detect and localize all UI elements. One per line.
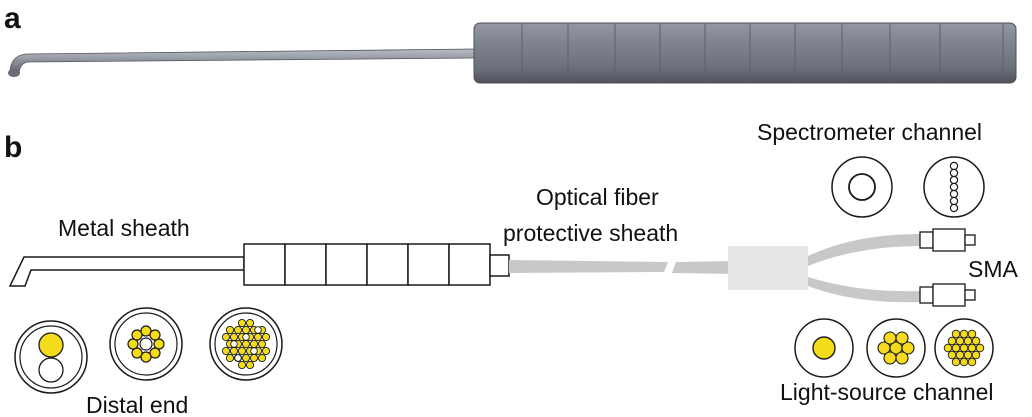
panel-a-letter: a	[4, 2, 21, 35]
light-source-7-fiber-cross-section	[866, 318, 926, 378]
sma-connector-top	[919, 228, 976, 252]
label-sma: SMA	[968, 256, 1019, 282]
panel-b-letter: b	[4, 131, 22, 164]
probe-handle	[473, 22, 1017, 84]
handle-segments	[243, 243, 510, 286]
protective-sheath	[509, 234, 920, 303]
label-optical-fiber-line2: protective sheath	[503, 220, 678, 246]
sma-connector-bottom	[919, 283, 976, 307]
label-optical-fiber-line1: Optical fiber	[536, 184, 659, 210]
label-distal-end: Distal end	[86, 392, 188, 417]
label-light-source-channel: Light-source channel	[780, 379, 994, 405]
distal-cross-section-7-fiber	[109, 307, 183, 381]
probe-3d-render	[8, 22, 1017, 84]
handle-segment-lines	[521, 24, 1004, 82]
spectrometer-linear-array-cross-section	[923, 156, 985, 218]
light-source-bundle-cross-section	[934, 318, 994, 378]
label-metal-sheath: Metal sheath	[58, 215, 190, 241]
light-source-single-fiber-cross-section	[794, 318, 854, 378]
distal-cross-section-bundle	[209, 307, 283, 381]
spectrometer-single-fiber-cross-section	[831, 156, 893, 218]
probe-tip	[8, 69, 20, 77]
label-spectrometer-channel: Spectrometer channel	[757, 119, 982, 145]
metal-sheath	[8, 256, 245, 287]
probe-rod	[9, 48, 477, 74]
distal-cross-section-2-fiber	[14, 320, 88, 394]
